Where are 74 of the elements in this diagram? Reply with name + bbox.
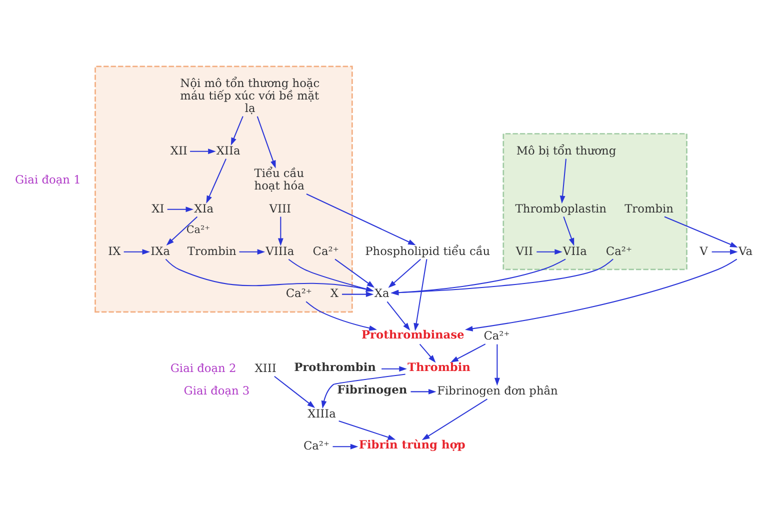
arrow xyxy=(230,116,244,146)
node-text: XIII xyxy=(254,360,276,375)
node-text: Fibrin trùng hợp xyxy=(358,437,466,452)
node-text: Ca²⁺ xyxy=(606,244,632,258)
arrow xyxy=(712,249,738,255)
node-text: Thrombin xyxy=(408,360,470,374)
arrow xyxy=(388,258,421,288)
arrow xyxy=(563,216,574,246)
node-text: IXa xyxy=(150,244,170,258)
node-text: Phospholipid tiểu cầu xyxy=(365,244,490,258)
node-text: Ca²⁺ xyxy=(303,438,330,453)
arrow xyxy=(334,258,375,288)
arrow xyxy=(419,344,436,363)
node-text: X xyxy=(330,286,338,300)
node-text: Tiểu cầu hoạt hóa xyxy=(254,166,304,192)
arrow xyxy=(494,344,500,386)
arrow xyxy=(338,420,396,440)
arrow xyxy=(536,249,562,255)
label: Giai đoạn 3 xyxy=(184,384,250,398)
label: Giai đoạn 1 xyxy=(14,172,81,186)
node-text: Trombin xyxy=(624,201,674,216)
node-text: Nội mô tổn thương hoặc máu tiếp xúc với bề mặt lạ xyxy=(180,76,320,115)
arrow xyxy=(278,216,284,246)
node-text: XIa xyxy=(194,201,214,216)
arrow xyxy=(190,148,216,154)
arrow xyxy=(274,376,316,408)
arrow xyxy=(386,301,410,331)
node-text: Ca²⁺ xyxy=(312,244,339,258)
arrow xyxy=(410,388,436,394)
node-text: XIIa xyxy=(216,143,240,158)
node-text: Prothrombin xyxy=(294,360,376,374)
node-text: XIIIa xyxy=(308,406,336,420)
node-text: Xa xyxy=(374,286,390,300)
node-text: VIIIa xyxy=(266,244,294,258)
arrow xyxy=(664,216,738,248)
node-text: Thromboplastin xyxy=(515,201,607,216)
node-text: VII xyxy=(516,244,534,258)
arrow xyxy=(239,249,266,255)
arrow xyxy=(390,258,614,296)
node-text: XII xyxy=(170,143,188,158)
arrow xyxy=(390,258,566,296)
arrow xyxy=(422,398,488,440)
arrow xyxy=(332,444,358,450)
node-text: Va xyxy=(738,244,752,258)
arrow xyxy=(256,116,276,168)
node-text: VIII xyxy=(269,201,291,216)
arrow xyxy=(414,259,428,332)
arrow xyxy=(450,344,486,362)
node-text: Mô bị tổn thương xyxy=(516,143,616,158)
arrow xyxy=(306,194,416,246)
node-text: Trombin xyxy=(187,244,236,258)
arrow xyxy=(342,292,374,298)
arrow xyxy=(464,258,738,332)
arrow xyxy=(167,206,194,212)
node-text: Prothrombinase xyxy=(361,328,464,342)
arrow xyxy=(321,374,406,409)
node-text: Ca²⁺ xyxy=(286,286,312,300)
cluster xyxy=(94,66,353,313)
cluster xyxy=(502,133,688,270)
arrow xyxy=(382,366,407,372)
edge-label: Ca²⁺ xyxy=(186,224,210,236)
arrow xyxy=(206,158,226,204)
label: Giai đoạn 2 xyxy=(170,360,236,375)
arrow xyxy=(124,249,150,255)
node-text: V xyxy=(700,244,708,258)
node-text: Ca²⁺ xyxy=(484,328,510,343)
arrow xyxy=(166,216,198,246)
node-text: IX xyxy=(108,244,121,258)
arrow xyxy=(560,158,566,204)
node-text: Fibrinogen đơn phân xyxy=(437,384,558,398)
arrow xyxy=(306,301,377,331)
node-text: Fibrinogen xyxy=(337,382,408,397)
node-text: VIIa xyxy=(562,244,587,258)
node-text: XI xyxy=(152,201,164,216)
